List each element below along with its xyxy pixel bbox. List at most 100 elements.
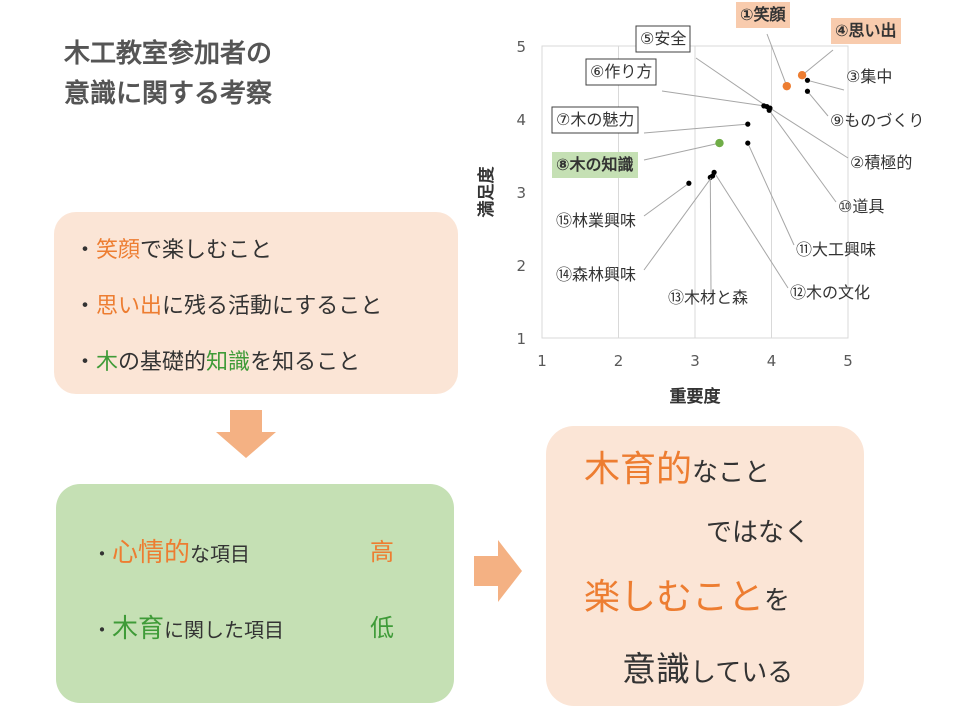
conclusion-line-3: 楽しむことを bbox=[584, 568, 790, 620]
y-tick-label: 2 bbox=[516, 257, 526, 275]
point-label: ⑨ものづくり bbox=[830, 111, 924, 130]
finding-knowledge-text-2: を知ること bbox=[250, 350, 361, 375]
keyword-emotional: 心情的 bbox=[112, 538, 191, 568]
keyword-knowledge: 知識 bbox=[206, 350, 251, 375]
data-point bbox=[686, 180, 692, 186]
data-point bbox=[797, 71, 807, 80]
conclusion-line-4: 意識している bbox=[622, 642, 793, 691]
y-axis-label: 満足度 bbox=[476, 166, 497, 218]
point-label-box bbox=[635, 25, 691, 53]
conclusion-box: 木育的なこと ではなく 楽しむことを 意識している bbox=[546, 426, 864, 706]
bullet: ・ bbox=[74, 238, 97, 263]
point-label: ⑬木材と森 bbox=[668, 288, 748, 307]
bullet: ・ bbox=[74, 350, 97, 375]
item-evaluation-box: ・心情的な項目 高 ・木育に関した項目 低 bbox=[56, 484, 454, 703]
leader-line bbox=[768, 109, 837, 203]
y-tick-label: 3 bbox=[516, 184, 526, 202]
data-point bbox=[745, 140, 751, 146]
keyword-wood: 木 bbox=[96, 350, 119, 375]
conclusion-line-4-text: している bbox=[690, 658, 794, 688]
keyword-smile: 笑顔 bbox=[96, 238, 141, 263]
slide-title: 木工教室参加者の 意識に関する考察 bbox=[64, 34, 272, 114]
conclusion-line-1: 木育的なこと bbox=[584, 440, 770, 492]
conclusion-line-1-text: なこと bbox=[692, 458, 771, 488]
mokuiku-items-text: に関した項目 bbox=[164, 618, 285, 642]
data-point bbox=[766, 107, 772, 113]
point-label-box bbox=[585, 58, 657, 86]
findings-box: ・笑顔で楽しむこと ・思い出に残る活動にすること ・木の基礎的知識を知ること bbox=[54, 212, 458, 394]
conclusion-line-3-text: を bbox=[764, 586, 791, 616]
x-tick-label: 5 bbox=[843, 352, 853, 370]
keyword-memory: 思い出 bbox=[96, 294, 163, 319]
point-label-box bbox=[831, 18, 901, 44]
finding-memory-text: に残る活動にすること bbox=[162, 294, 383, 319]
data-point bbox=[782, 81, 791, 91]
title-line-1: 木工教室参加者の bbox=[64, 39, 273, 69]
data-point bbox=[804, 88, 811, 94]
leader-line bbox=[713, 172, 789, 289]
data-point bbox=[745, 121, 751, 127]
point-label: ⑮林業興味 bbox=[556, 211, 636, 230]
down-arrow-icon bbox=[216, 410, 276, 458]
data-point bbox=[715, 138, 724, 148]
right-arrow-icon bbox=[474, 540, 522, 602]
leader-line bbox=[769, 107, 849, 159]
x-tick-label: 4 bbox=[767, 352, 777, 370]
y-tick-label: 1 bbox=[516, 330, 526, 348]
x-tick-label: 3 bbox=[690, 352, 700, 370]
point-label-box bbox=[552, 152, 638, 178]
data-point bbox=[709, 173, 716, 179]
point-label-box bbox=[551, 106, 639, 134]
mokuiku-level-low: 低 bbox=[370, 614, 394, 642]
emotional-level-high: 高 bbox=[370, 538, 394, 566]
point-label: ⑭森林興味 bbox=[556, 265, 636, 284]
point-label: ⑫木の文化 bbox=[790, 283, 870, 302]
leader-line bbox=[801, 49, 834, 76]
point-label: ⑦木の魅力 bbox=[556, 110, 634, 129]
emotional-items-text: な項目 bbox=[190, 542, 251, 566]
leader-line bbox=[695, 57, 768, 108]
point-label: ⑩道具 bbox=[838, 197, 884, 216]
point-label: ①笑顔 bbox=[740, 5, 787, 24]
x-tick-label: 2 bbox=[614, 352, 624, 370]
bullet: ・ bbox=[92, 618, 112, 642]
conclusion-line-2: ではなく bbox=[706, 518, 811, 548]
data-point bbox=[761, 103, 767, 109]
leader-line bbox=[643, 142, 720, 161]
point-label: ③集中 bbox=[846, 67, 892, 86]
finding-smile-text: で楽しむこと bbox=[140, 238, 273, 263]
title-line-2: 意識に関する考察 bbox=[64, 79, 273, 109]
leader-line bbox=[766, 33, 788, 87]
bullet: ・ bbox=[74, 294, 97, 319]
point-label: ⑥作り方 bbox=[590, 62, 652, 81]
keyword-enjoy: 楽しむこと bbox=[584, 577, 765, 618]
finding-knowledge: ・木の基礎的知識を知ること bbox=[74, 344, 360, 376]
point-label: ⑧木の知識 bbox=[556, 155, 634, 174]
point-label: ④思い出 bbox=[835, 21, 897, 40]
leader-line bbox=[661, 90, 764, 107]
finding-knowledge-text-1: の基礎的 bbox=[118, 350, 207, 375]
bullet: ・ bbox=[92, 542, 112, 566]
leader-line bbox=[807, 90, 829, 117]
point-label: ⑪大工興味 bbox=[796, 240, 876, 259]
keyword-mokuiku-teki: 木育的 bbox=[584, 449, 693, 490]
mokuiku-items-row: ・木育に関した項目 bbox=[92, 608, 284, 645]
finding-memory: ・思い出に残る活動にすること bbox=[74, 288, 382, 320]
leader-line bbox=[643, 175, 713, 271]
x-axis-label: 重要度 bbox=[670, 386, 722, 407]
emotional-items-row: ・心情的な項目 bbox=[92, 532, 250, 569]
keyword-awareness: 意識 bbox=[622, 650, 690, 690]
leader-line bbox=[807, 79, 845, 91]
point-label: ⑤安全 bbox=[640, 29, 686, 48]
point-label-box bbox=[736, 2, 790, 28]
leader-line bbox=[709, 177, 712, 294]
keyword-mokuiku: 木育 bbox=[112, 614, 165, 644]
y-tick-label: 4 bbox=[516, 111, 526, 129]
x-tick-label: 1 bbox=[537, 352, 547, 370]
scatter-chart: 1 2 3 4 5 1 2 3 4 5 重要度 満足度 ①笑顔 ②積極的 ③集中 ④思い出 ⑤安全 ⑥作り方 ⑦木の… bbox=[476, 2, 924, 407]
leader-line bbox=[643, 123, 748, 134]
point-label: ②積極的 bbox=[850, 153, 912, 172]
y-tick-label: 5 bbox=[516, 38, 526, 56]
data-point bbox=[804, 77, 811, 83]
leader-line bbox=[747, 142, 795, 246]
